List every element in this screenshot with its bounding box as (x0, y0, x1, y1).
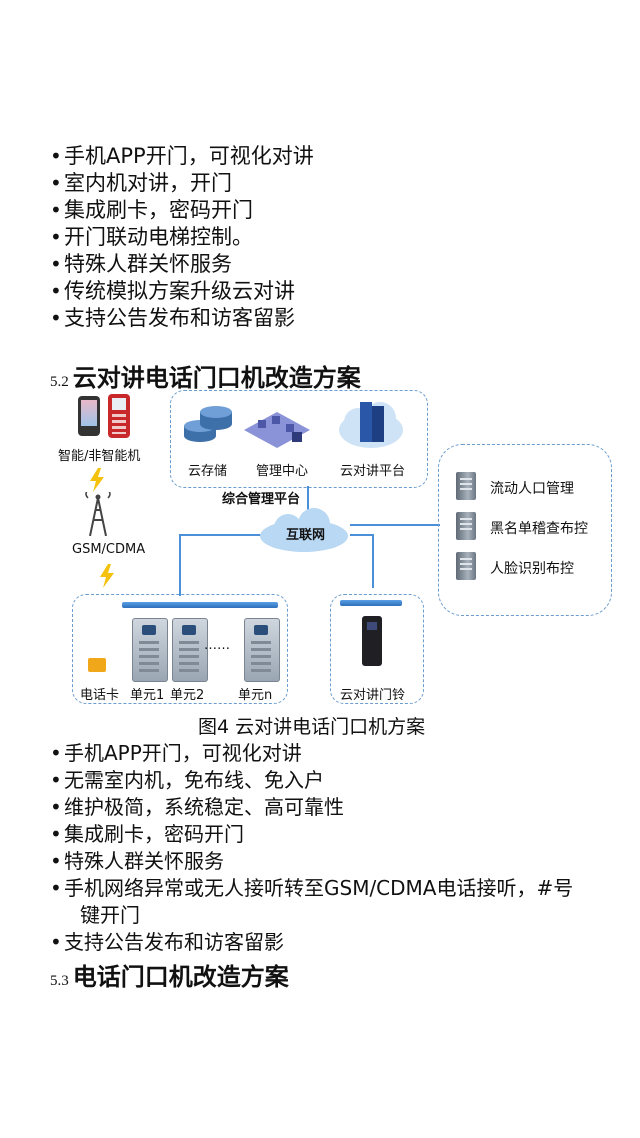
bus-bar (340, 600, 402, 606)
platform-label: 综合管理平台 (222, 492, 301, 507)
door-panel-icon (172, 618, 208, 682)
sim-card-icon (88, 658, 106, 672)
cloud-services-group (170, 390, 428, 488)
list-item: 集成刷卡，密码开门 (50, 197, 314, 224)
list-item: 维护极简，系统稳定、高可靠性 (50, 794, 573, 821)
unit-label: 单元1 (130, 688, 165, 703)
list-item: 特殊人群关怀服务 (50, 848, 573, 875)
tower-icon (85, 492, 111, 536)
list-item: 室内机对讲，开门 (50, 170, 314, 197)
internet-cloud-icon (260, 508, 348, 552)
server-icon (456, 552, 476, 580)
door-panel-icon (244, 618, 280, 682)
doorbell-group (330, 594, 424, 704)
list-item: 传统模拟方案升级云对讲 (50, 278, 314, 305)
doorbell-label: 云对讲门铃 (340, 688, 406, 703)
section-title: 电话门口机改造方案 (72, 963, 289, 991)
units-group (72, 594, 288, 704)
smartphone-icon (78, 396, 100, 436)
management-label: 管理中心 (256, 464, 309, 479)
doorbell-icon (362, 616, 382, 666)
section-title: 云对讲电话门口机改造方案 (72, 364, 361, 392)
list-item: 手机网络异常或无人接听转至GSM/CDMA电话接听，#号 (50, 875, 573, 902)
list-item: 支持公告发布和访客留影 (50, 929, 573, 956)
cloud-platform-label: 云对讲平台 (340, 464, 406, 479)
list-item: 无需室内机，免布线、免入户 (50, 767, 573, 794)
section-number: 5.2 (50, 374, 69, 390)
list-item: 手机APP开门，可视化对讲 (50, 740, 573, 767)
storage-label: 云存储 (188, 464, 228, 479)
service-item: 人脸识别布控 (490, 561, 574, 577)
cloud-platform-icon (339, 402, 403, 448)
section-number: 5.3 (50, 973, 69, 989)
list-item-continuation: 键开门 (80, 903, 140, 927)
service-item: 流动人口管理 (490, 481, 574, 497)
ellipsis: …… (204, 638, 230, 653)
storage-icon (184, 406, 232, 442)
list-item: 手机APP开门，可视化对讲 (50, 143, 314, 170)
service-item: 黑名单稽查布控 (490, 521, 588, 537)
unit-label: 单元2 (170, 688, 205, 703)
figure-caption: 图4 云对讲电话门口机方案 (198, 716, 426, 738)
feature-list-2: 手机APP开门，可视化对讲 无需室内机，免布线、免入户 维护极简，系统稳定、高可… (50, 740, 573, 956)
unit-label: 单元n (238, 688, 273, 703)
feature-list-1: 手机APP开门，可视化对讲 室内机对讲，开门 集成刷卡，密码开门 开门联动电梯控… (50, 143, 314, 332)
tower-label: GSM/CDMA (72, 542, 146, 557)
lightning-icon (90, 468, 104, 492)
management-center-icon (244, 412, 310, 448)
system-diagram: 智能/非智能机 GSM/CDMA 云存储 管理中心 云对讲平台 综合管理平台 互… (0, 388, 640, 710)
list-item: 开门联动电梯控制。 (50, 224, 314, 251)
services-group (438, 444, 612, 616)
list-item: 支持公告发布和访客留影 (50, 305, 314, 332)
sim-label: 电话卡 (80, 688, 120, 703)
door-panel-icon (132, 618, 168, 682)
server-icon (456, 512, 476, 540)
lightning-icon (100, 564, 114, 588)
bus-bar (122, 602, 278, 608)
internet-label: 互联网 (286, 528, 326, 543)
feature-phone-icon (108, 394, 130, 438)
list-item: 特殊人群关怀服务 (50, 251, 314, 278)
list-item: 集成刷卡，密码开门 (50, 821, 573, 848)
phones-label: 智能/非智能机 (58, 449, 141, 464)
server-icon (456, 472, 476, 500)
